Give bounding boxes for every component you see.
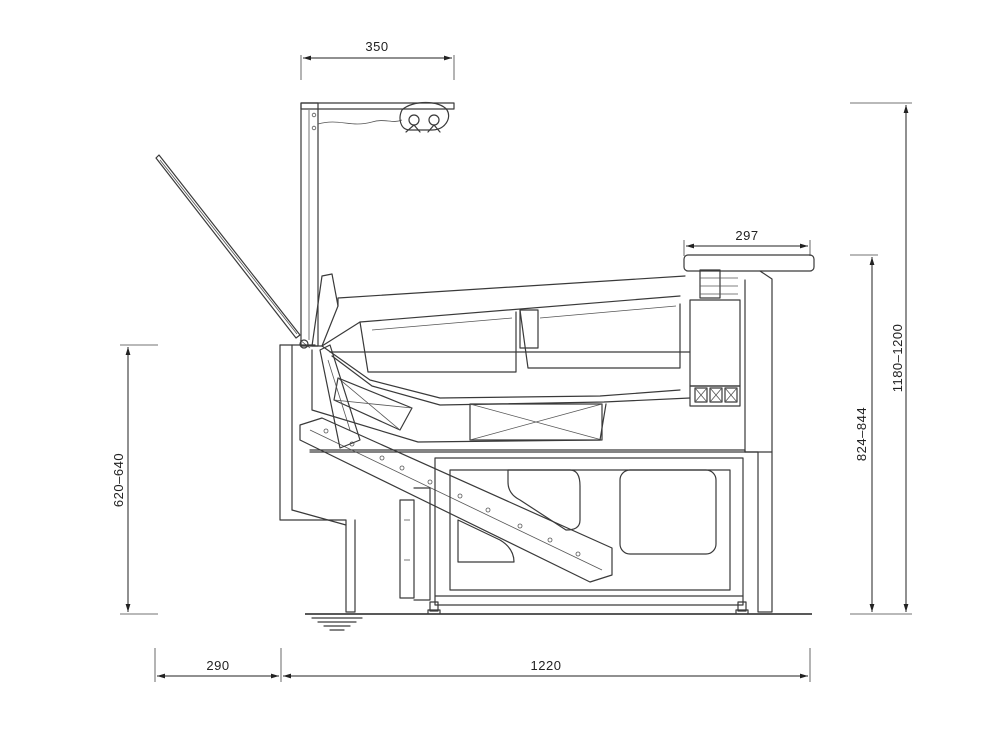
dimension-label-total-depth: 1220 [531,658,562,673]
lamp-head-icon [399,101,450,133]
display-tray-rear [519,303,681,369]
base-frame-cutout-right [619,469,717,555]
tray-support-rail [321,345,691,406]
dimension-label-lamp-arm: 350 [365,39,388,54]
front-glass-panel [299,273,686,349]
dimension-label-shelf-depth: 297 [735,228,758,243]
adjustable-foot [735,601,749,615]
dimension-front-overhang: 290 [154,648,282,682]
cabinet-body [279,254,815,613]
dimension-lamp-arm-width: 350 [300,39,455,80]
base-frame [434,457,744,606]
dimension-total-height: 1180–1200 [850,102,912,615]
compressor-unit [399,487,431,601]
display-tray-front [359,311,517,373]
floor-line [305,613,812,631]
dimension-label-counter-height: 824–844 [854,407,869,461]
dimension-base-height: 620–640 [111,344,158,615]
dimension-counter-height: 824–844 [850,254,878,612]
base-frame-cutout-left [507,469,581,531]
evaporator-box-front [333,377,413,431]
adjustable-foot [427,601,441,615]
dimension-total-depth: 1220 [283,648,811,682]
diagonal-brace [299,417,613,583]
tank-floor [311,349,607,443]
evaporator-box-rear [469,403,603,441]
rear-panel [744,451,773,613]
dimension-label-base-height: 620–640 [111,453,126,507]
sneeze-glass-open [155,154,301,339]
dimension-label-total-height: 1180–1200 [890,324,905,393]
dimension-label-front-overhang: 290 [206,658,229,673]
lamp-post [300,102,455,347]
dimension-shelf-depth: 297 [683,228,811,256]
vertical-brace [319,344,361,449]
base-frame-cutout-bottom [457,519,515,563]
fan-icon [694,387,738,403]
